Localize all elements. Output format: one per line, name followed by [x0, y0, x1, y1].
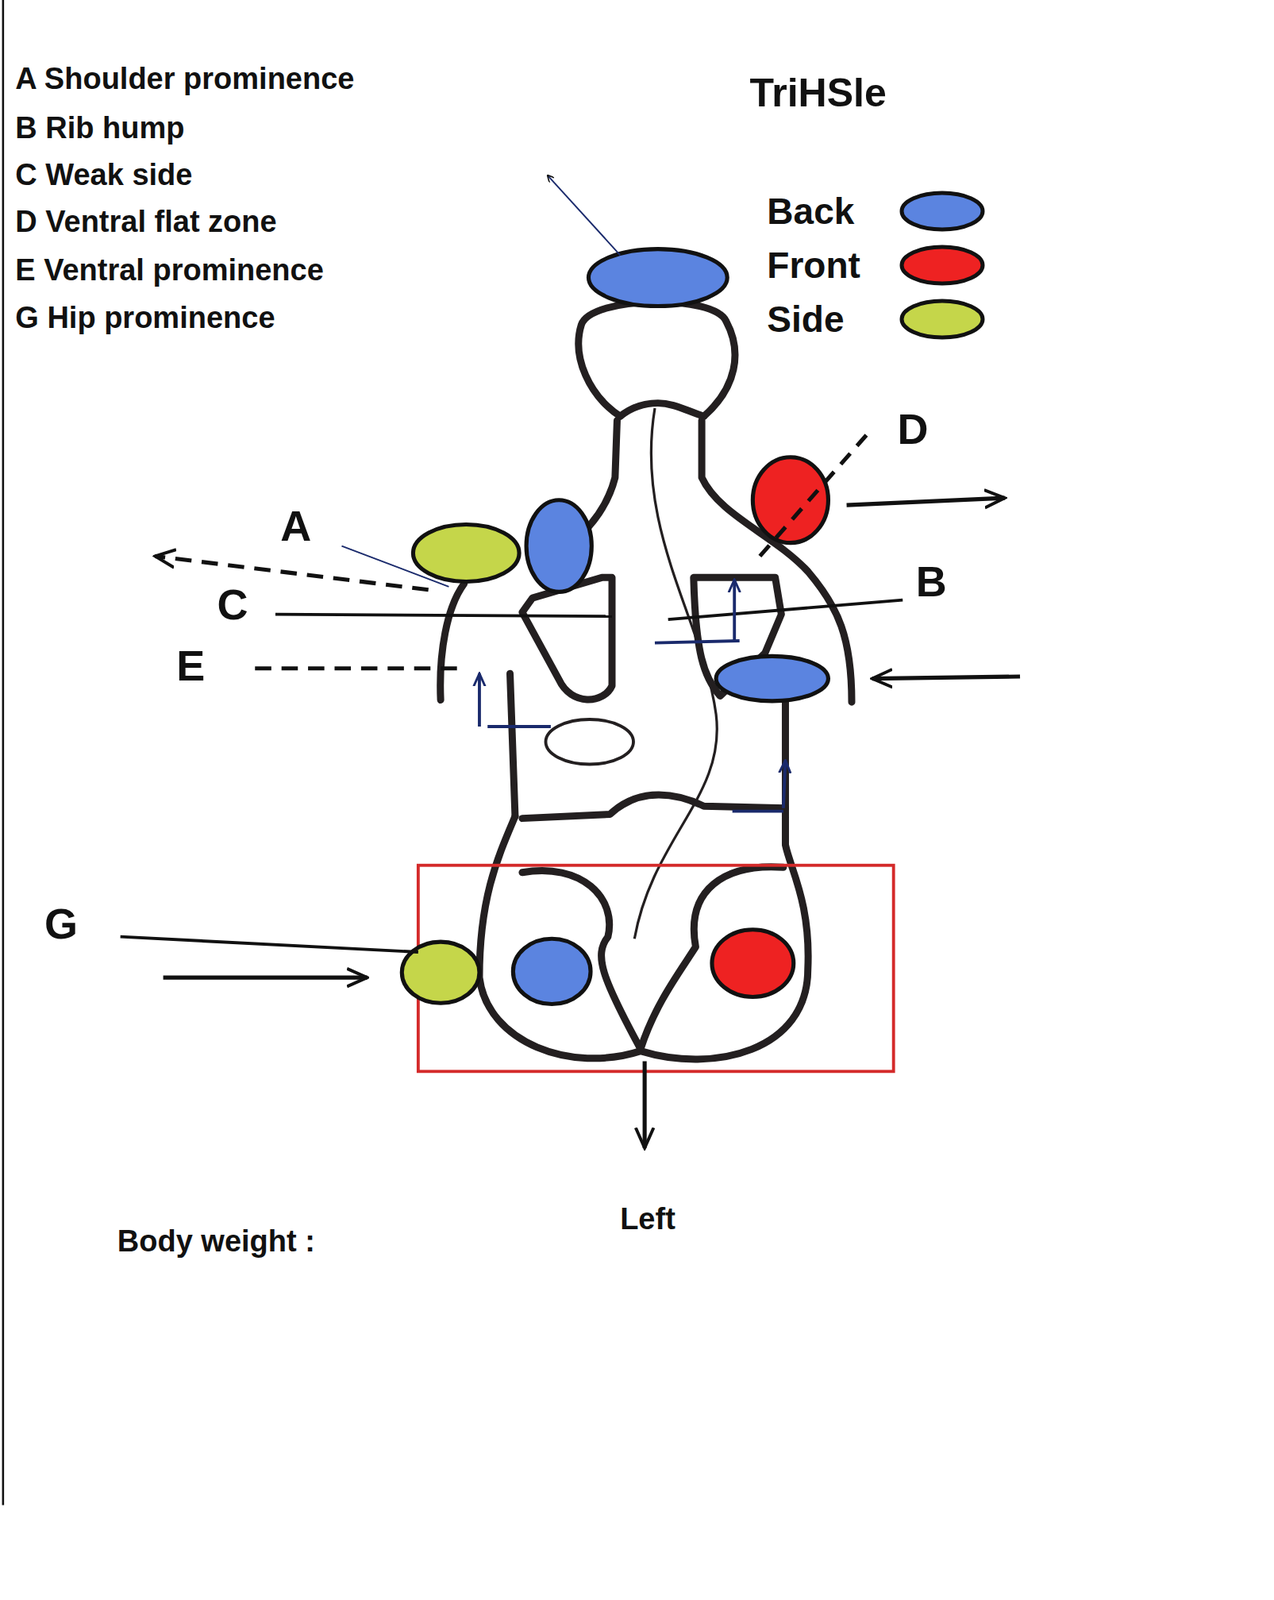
body-outline — [479, 808, 809, 1059]
marker-ellipse — [588, 249, 728, 307]
legend-swatch-box — [897, 298, 987, 340]
page-border — [2, 0, 5, 1505]
legend-text: Front — [766, 244, 897, 287]
callout-letter: D — [897, 404, 929, 454]
force-arrow — [154, 555, 428, 589]
legend-swatch-box — [897, 244, 987, 286]
legend-text: Side — [766, 298, 897, 341]
body-outline — [578, 301, 736, 416]
force-arrow — [254, 665, 464, 670]
body-outline — [522, 577, 612, 700]
marker-ellipse — [712, 929, 794, 997]
body-outline — [619, 403, 704, 417]
navel-ellipse — [545, 719, 634, 765]
legend-key-text: G Hip prominence — [15, 300, 275, 336]
pelvis-frame — [418, 865, 894, 1072]
callout-letter: G — [44, 898, 78, 948]
force-arrow — [759, 428, 872, 557]
force-arrow — [275, 614, 612, 617]
force-arrow — [642, 1060, 647, 1147]
legend-text: Back — [766, 190, 897, 233]
navel-ellipse — [545, 719, 634, 765]
legend-entry: Back — [766, 190, 986, 233]
rotation-arrow — [477, 673, 482, 727]
marker-ellipse — [401, 249, 828, 1005]
spine-line — [634, 407, 717, 939]
body-outline — [440, 301, 852, 1059]
rotation-arrow — [479, 579, 786, 812]
body-weight-label: Body weight : — [117, 1223, 316, 1259]
spine-line — [634, 407, 717, 939]
side-label: Left — [619, 1201, 676, 1237]
callout-letter: A — [280, 500, 312, 551]
title: TriHSle — [749, 70, 886, 117]
rotation-arrow — [487, 724, 551, 728]
legend-key-text: D Ventral flat zone — [15, 204, 277, 240]
legend-entry: Front — [766, 244, 986, 287]
legend-swatch — [901, 192, 983, 230]
force-arrow — [547, 175, 620, 255]
callout-letter: E — [176, 640, 205, 690]
body-outline — [522, 794, 786, 819]
legend-swatch — [901, 246, 983, 284]
callout-letter: C — [216, 579, 248, 629]
callout-letter: B — [916, 556, 947, 606]
pelvis-frame — [418, 865, 894, 1072]
force-arrow — [872, 676, 1020, 679]
force-arrow — [120, 936, 419, 952]
force-arrow — [668, 600, 904, 620]
marker-ellipse — [512, 938, 591, 1004]
rotation-arrow — [654, 640, 740, 643]
legend-key-text: A Shoulder prominence — [15, 61, 355, 97]
marker-ellipse — [526, 500, 592, 593]
force-arrow — [341, 546, 449, 587]
rotation-arrow — [732, 809, 784, 813]
force-arrow — [163, 975, 368, 980]
body-outline — [781, 701, 790, 809]
page-border — [2, 0, 4, 1505]
body-outline — [701, 419, 852, 702]
legend-swatch-box — [897, 190, 987, 232]
marker-ellipse — [752, 457, 828, 543]
body-outline — [440, 583, 465, 700]
legend-swatch — [901, 300, 983, 338]
body-outline — [510, 673, 516, 816]
rotation-arrow — [732, 579, 736, 641]
force-arrow — [846, 497, 1005, 505]
marker-ellipse — [715, 655, 828, 701]
rotation-arrow — [783, 759, 786, 808]
legend-key-text: C Weak side — [15, 157, 193, 193]
marker-ellipse — [412, 524, 520, 582]
legend-key-text: E Ventral prominence — [15, 253, 324, 289]
legend-entry: Side — [766, 298, 986, 341]
legend-key-text: B Rib hump — [15, 111, 185, 147]
